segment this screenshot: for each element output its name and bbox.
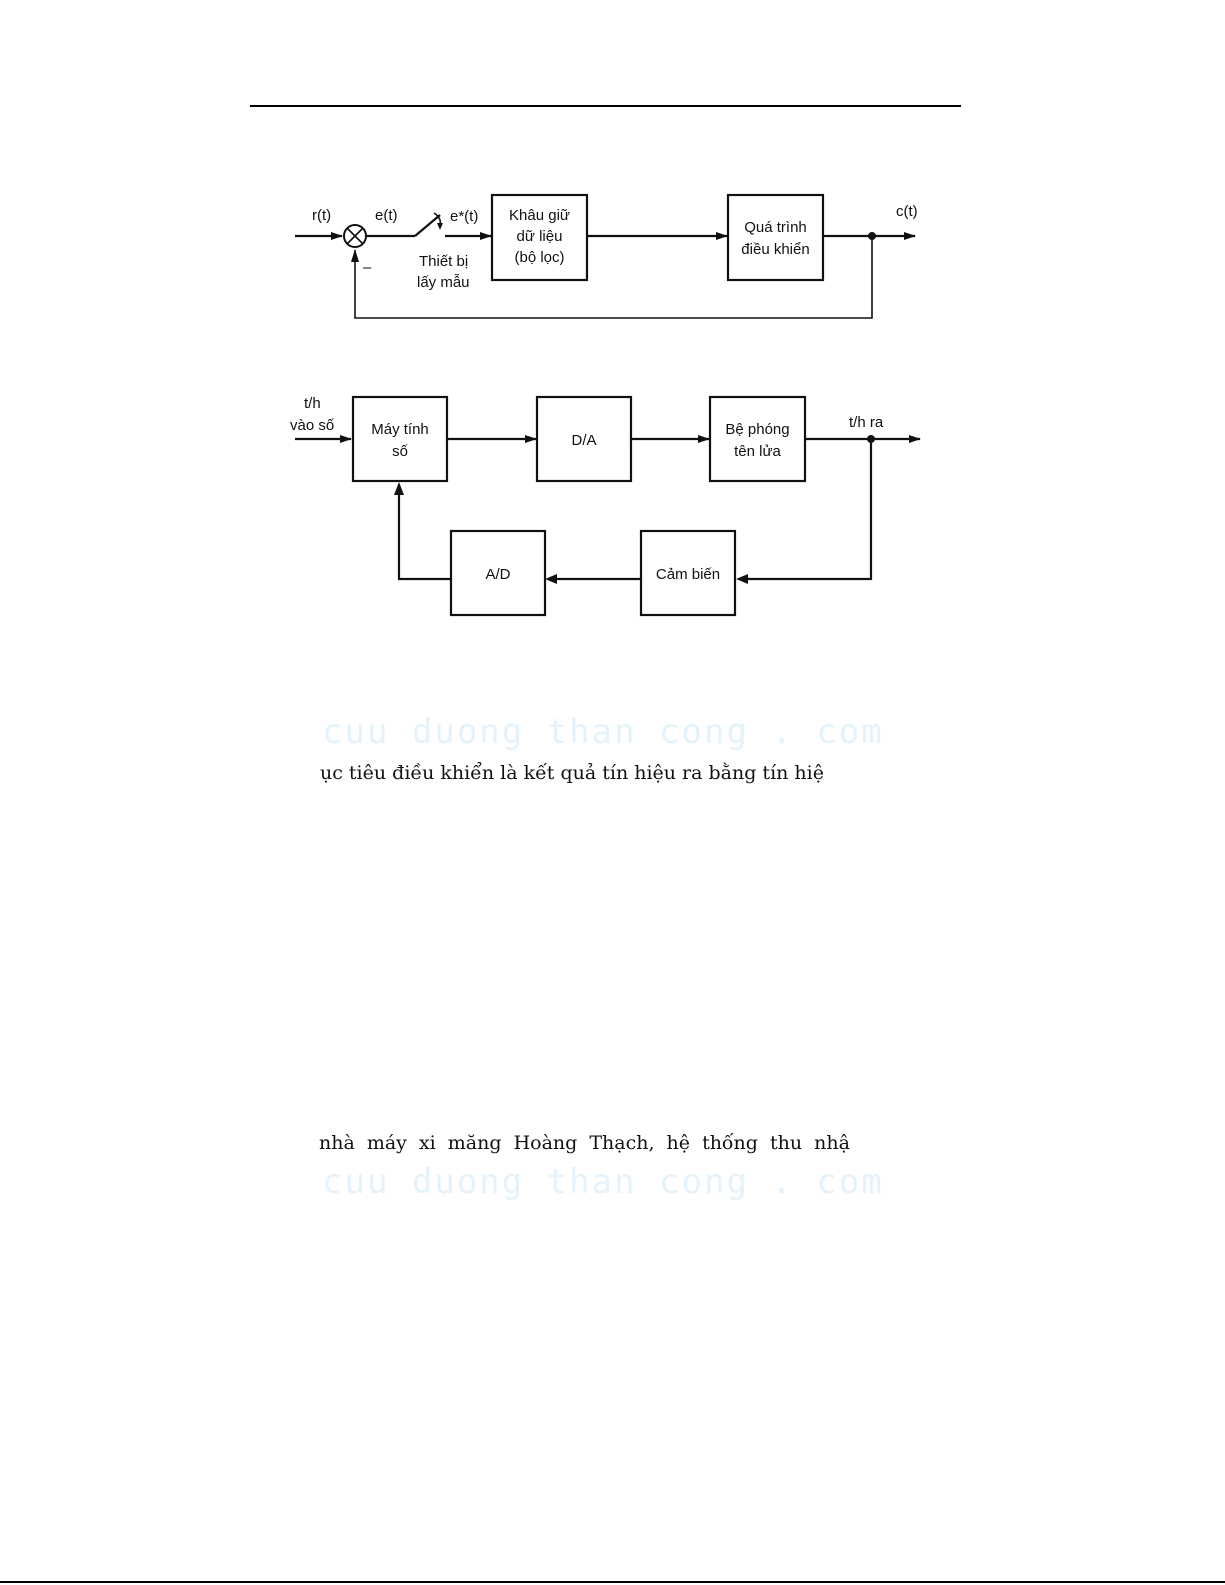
sensor-block: [639, 529, 737, 617]
ad-arrowhead: [545, 574, 557, 584]
sampler-label-line1: Thiết bị: [419, 253, 468, 270]
body-text-line-1: ục tiêu điều khiển là kết quả tín hiệu r…: [320, 762, 824, 784]
process-block-line2: điều khiển: [741, 241, 809, 258]
sensor-block-label: Cảm biến: [656, 566, 720, 583]
minus-sign: –: [363, 259, 372, 276]
launcher-block: [708, 395, 807, 483]
output-to-sensor-path: [748, 439, 873, 581]
output-label: c(t): [896, 203, 918, 220]
computer-feedback-arrowhead: [394, 482, 404, 495]
launcher-block-line2: tên lửa: [734, 443, 781, 460]
feedback-arrowhead: [351, 249, 359, 262]
sampler-label-line2: lấy mẫu: [417, 274, 470, 291]
input-label: r(t): [312, 207, 331, 224]
hold-block-line3: (bộ lọc): [514, 249, 564, 266]
hold-block-line2: dữ liệu: [517, 228, 563, 245]
watermark-2: cuu duong than cong . com: [322, 1162, 884, 1202]
watermark-1: cuu duong than cong . com: [322, 712, 884, 752]
ad-block-label: A/D: [485, 566, 510, 583]
launcher-block-line1: Bệ phóng: [725, 421, 789, 438]
digital-output-label: t/h ra: [849, 414, 884, 431]
digital-control-diagram: t/h vào số Máy tính số D/A Bệ phóng tên …: [290, 395, 921, 617]
hold-block: [490, 193, 589, 282]
sampled-control-diagram: r(t) – e(t) Thiết bị lấy mẫu e*(t) Khâu …: [295, 193, 918, 319]
sampler-switch-icon: [414, 212, 443, 237]
computer-block-line1: Máy tính: [371, 421, 429, 438]
da-block-label: D/A: [571, 432, 596, 449]
process-block: [726, 193, 825, 282]
input-label-line2: vào số: [290, 417, 335, 434]
ad-to-computer-path: [397, 494, 451, 581]
summing-junction-icon: [343, 224, 367, 248]
footer-rule: [0, 1581, 1225, 1583]
computer-block-line2: số: [392, 443, 409, 460]
sampled-label: e*(t): [450, 208, 478, 225]
feedback-path: [354, 236, 873, 319]
body-text-line-2: nhà máy xi măng Hoàng Thạch, hệ thống th…: [319, 1132, 850, 1154]
sensor-arrowhead: [736, 574, 748, 584]
computer-block: [351, 395, 449, 483]
header-rule: [250, 105, 961, 107]
hold-block-line1: Khâu giữ: [509, 207, 570, 224]
process-block-line1: Quá trình: [744, 219, 807, 236]
input-label-line1: t/h: [304, 395, 321, 412]
ad-block: [449, 529, 547, 617]
error-label: e(t): [375, 207, 398, 224]
